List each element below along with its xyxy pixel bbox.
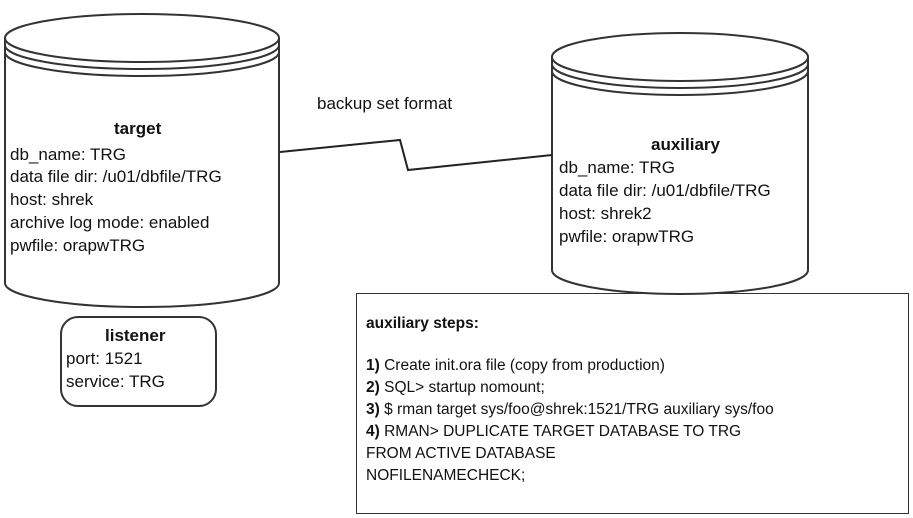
auxiliary-db-name: db_name: TRG xyxy=(559,158,675,177)
auxiliary-pwfile: pwfile: orapwTRG xyxy=(559,227,695,246)
target-host: host: shrek xyxy=(10,190,94,209)
step-4-continuation-1: FROM ACTIVE DATABASE xyxy=(366,445,556,462)
step-4-continuation-2: NOFILENAMECHECK; xyxy=(366,467,526,484)
listener-service: service: TRG xyxy=(66,372,165,391)
listener-port: port: 1521 xyxy=(66,349,143,368)
auxiliary-steps-box xyxy=(356,293,909,514)
step-2-number: 2) xyxy=(366,379,380,396)
step-1-text: Create init.ora file (copy from producti… xyxy=(379,357,665,374)
auxiliary-host: host: shrek2 xyxy=(559,204,652,223)
auxiliary-title: auxiliary xyxy=(651,135,720,154)
step-4-text: RMAN> DUPLICATE TARGET DATABASE TO TRG xyxy=(379,423,742,440)
target-title: target xyxy=(114,119,162,138)
target-pwfile: pwfile: orapwTRG xyxy=(10,236,146,255)
step-3-text: $ rman target sys/foo@shrek:1521/TRG aux… xyxy=(379,401,774,418)
step-4: 4) RMAN> DUPLICATE TARGET DATABASE TO TR… xyxy=(366,421,741,442)
step-3: 3) $ rman target sys/foo@shrek:1521/TRG … xyxy=(366,399,774,420)
step-2: 2) SQL> startup nomount; xyxy=(366,377,545,398)
target-db-name: db_name: TRG xyxy=(10,145,126,164)
auxiliary-data-file-dir: data file dir: /u01/dbfile/TRG xyxy=(559,181,771,200)
step-1: 1) Create init.ora file (copy from produ… xyxy=(366,355,665,376)
network-link-icon xyxy=(279,138,553,172)
steps-title: auxiliary steps: xyxy=(366,315,479,332)
target-db-cylinder xyxy=(4,13,280,308)
listener-title: listener xyxy=(105,326,166,345)
target-data-file-dir: data file dir: /u01/dbfile/TRG xyxy=(10,167,222,186)
auxiliary-db-cylinder xyxy=(551,32,809,295)
step-4-number: 4) xyxy=(366,423,380,440)
step-2-text: SQL> startup nomount; xyxy=(379,379,545,396)
step-3-number: 3) xyxy=(366,401,380,418)
listener-box xyxy=(60,316,217,407)
target-archive-log-mode: archive log mode: enabled xyxy=(10,213,210,232)
link-label: backup set format xyxy=(317,94,453,113)
step-1-number: 1) xyxy=(366,357,380,374)
